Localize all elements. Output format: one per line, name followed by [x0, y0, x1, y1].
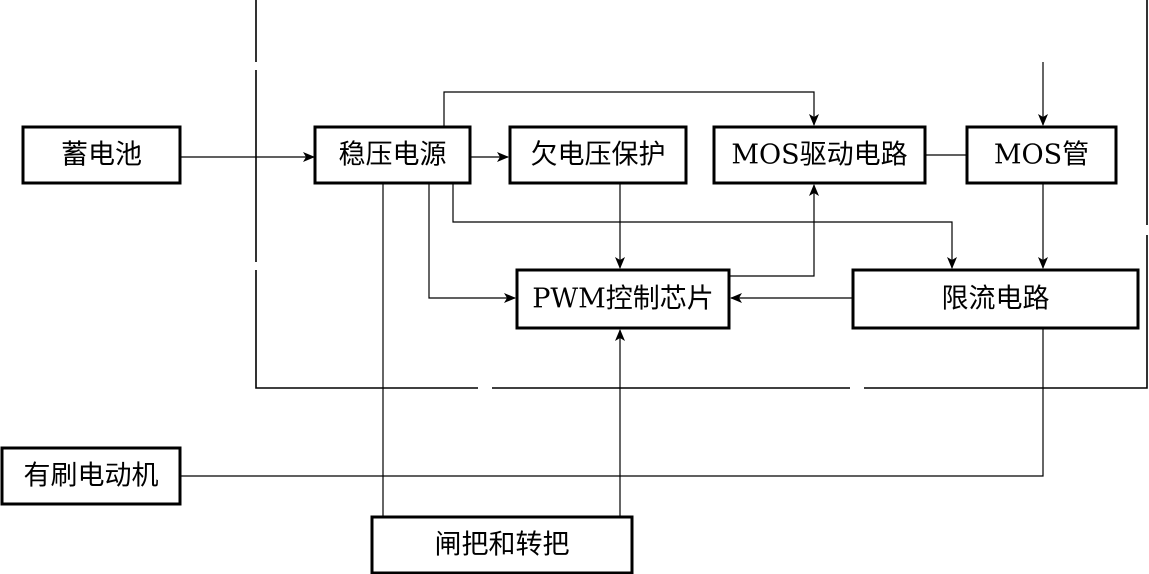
- undervoltage-block: 欠电压保护: [508, 125, 688, 185]
- current-limit-block: 限流电路: [851, 268, 1140, 330]
- motor-block: 有刷电动机: [0, 446, 182, 506]
- wire-pwm-mos-driver: [729, 184, 819, 277]
- mos-tube-block: MOS管: [965, 125, 1118, 185]
- wire-current-limit-motor: [181, 328, 1044, 477]
- battery-label: 蓄电池: [61, 140, 142, 171]
- mos-tube-label: MOS管: [994, 140, 1089, 171]
- motor-label: 有刷电动机: [24, 461, 159, 492]
- undervoltage-label: 欠电压保护: [531, 140, 666, 171]
- brake-throttle-block: 闸把和转把: [370, 515, 634, 574]
- pwm-chip-block: PWM控制芯片: [515, 268, 731, 330]
- brake-throttle-label: 闸把和转把: [435, 530, 570, 561]
- controller-frame: [255, 0, 1148, 389]
- wire-regulator-current-limit: [452, 183, 957, 269]
- mos-driver-block: MOS驱动电路: [712, 125, 927, 185]
- battery-block: 蓄电池: [21, 125, 182, 185]
- regulator-block: 稳压电源: [313, 125, 472, 185]
- wire-regulator-mos-driver: [443, 91, 819, 127]
- mos-driver-label: MOS驱动电路: [731, 140, 907, 171]
- wire-regulator-pwm: [428, 183, 516, 303]
- pwm-chip-label: PWM控制芯片: [532, 284, 714, 315]
- connections: [181, 62, 1048, 516]
- regulator-label: 稳压电源: [339, 140, 447, 171]
- current-limit-label: 限流电路: [942, 284, 1050, 315]
